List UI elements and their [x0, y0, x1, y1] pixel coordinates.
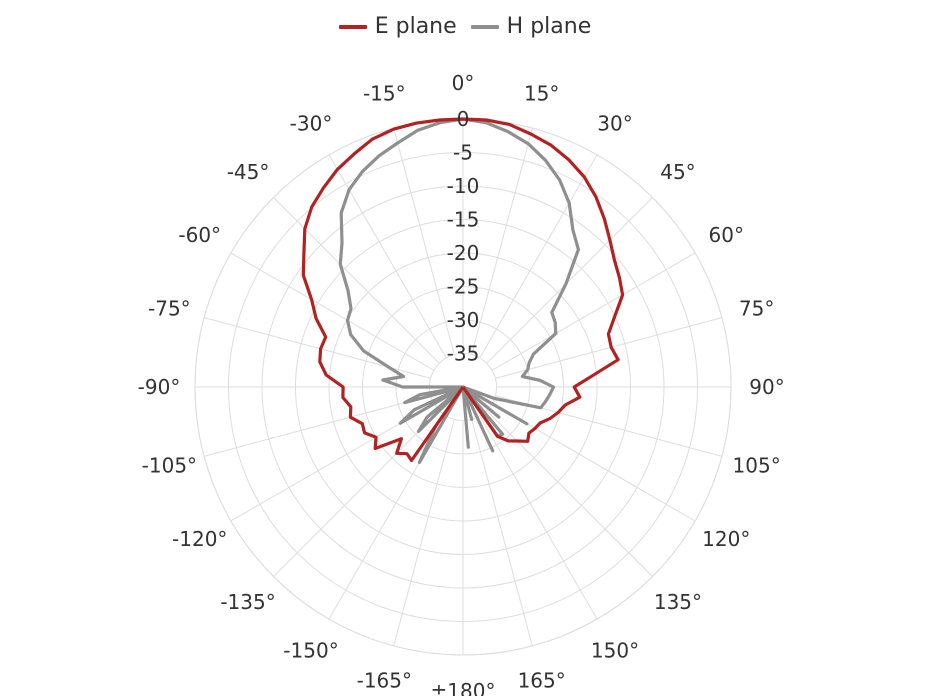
- legend-swatch-h-plane: [470, 24, 499, 29]
- grid-spoke: [393, 419, 455, 646]
- legend-swatch-e-plane: [338, 24, 367, 29]
- angle-tick-label: -120°: [172, 527, 227, 551]
- grid-spoke: [471, 128, 533, 355]
- grid-spoke: [328, 154, 447, 359]
- angle-tick-label: 75°: [739, 296, 774, 320]
- grid-spoke: [486, 410, 653, 577]
- grid-spoke: [204, 317, 431, 379]
- series-line-h-plane: [338, 117, 580, 464]
- legend-item-h-plane[interactable]: H plane: [470, 14, 592, 39]
- radial-tick-label: -20: [447, 241, 480, 265]
- radial-tick-label: -25: [447, 275, 480, 299]
- angle-tick-label: -15°: [363, 81, 406, 105]
- angle-tick-label: -90°: [138, 375, 181, 399]
- angle-tick-label: -135°: [220, 590, 275, 614]
- grid-spoke: [479, 154, 598, 359]
- grid-spoke: [495, 317, 722, 379]
- angle-tick-label: 30°: [597, 112, 632, 136]
- angle-tick-label: 105°: [733, 454, 781, 478]
- series-layer: [301, 117, 625, 464]
- legend-label-h-plane: H plane: [506, 14, 592, 39]
- angle-tick-label: -60°: [178, 223, 221, 247]
- angle-tick-label: 0°: [452, 71, 475, 95]
- grid-spoke: [479, 415, 598, 620]
- radial-tick-labels: 0 -5 -10 -15 -20 -25 -30 -35: [447, 107, 480, 366]
- legend: E plane H plane: [0, 14, 930, 39]
- angle-tick-label: ±180°: [431, 679, 496, 696]
- angle-tick-label: 165°: [518, 669, 566, 693]
- grid-spoke: [230, 252, 435, 371]
- radial-tick-label: 0: [457, 107, 470, 131]
- angle-tick-label: 150°: [591, 638, 639, 662]
- legend-label-e-plane: E plane: [374, 14, 457, 39]
- radial-tick-label: -15: [447, 208, 480, 232]
- grid-spoke: [491, 252, 696, 371]
- grid-spoke: [273, 410, 440, 577]
- legend-item-e-plane[interactable]: E plane: [338, 14, 457, 39]
- radial-tick-label: -10: [447, 174, 480, 198]
- series-line-e-plane: [301, 117, 625, 463]
- angle-tick-label: 15°: [524, 81, 559, 105]
- angle-tick-label: 135°: [654, 590, 702, 614]
- grid-spoke: [471, 419, 533, 646]
- angle-tick-label: 45°: [660, 160, 695, 184]
- grid-spoke: [204, 395, 431, 457]
- angle-tick-label: -165°: [357, 669, 412, 693]
- grid-spoke: [393, 128, 455, 355]
- angle-tick-labels: 0° 15° 30° 45° 60° 75° 90° 105° 120° 135° 150° 165°…: [138, 71, 785, 696]
- angle-tick-label: 60°: [709, 223, 744, 247]
- angle-tick-label: -45°: [227, 160, 270, 184]
- grid-spoke: [486, 197, 653, 364]
- grid-spoke: [273, 197, 440, 364]
- radial-tick-label: -35: [447, 342, 480, 366]
- angle-tick-label: -105°: [142, 454, 197, 478]
- angle-tick-label: -30°: [290, 112, 333, 136]
- angle-tick-label: -75°: [148, 296, 191, 320]
- angle-tick-label: 120°: [702, 527, 750, 551]
- radial-tick-label: -30: [447, 308, 480, 332]
- radial-tick-label: -5: [453, 141, 473, 165]
- angle-tick-label: 90°: [749, 375, 784, 399]
- angle-tick-label: -150°: [283, 638, 338, 662]
